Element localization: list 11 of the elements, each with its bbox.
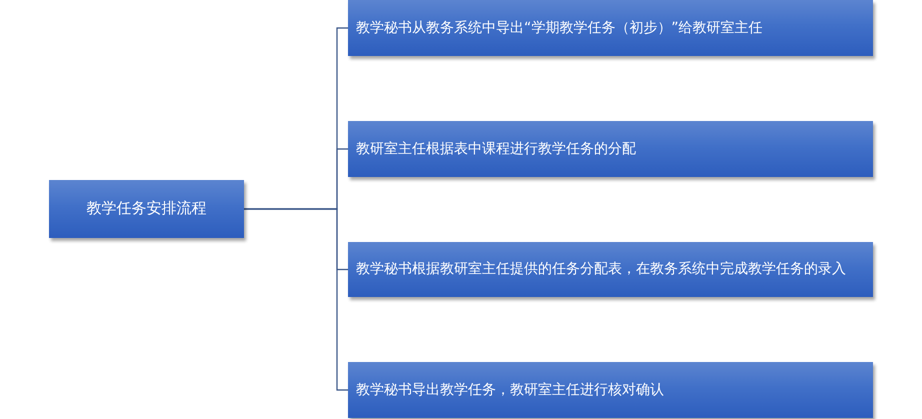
- step-text: 教学秘书根据教研室主任提供的任务分配表，在教务系统中完成教学任务的录入: [356, 260, 846, 279]
- connector-line: [244, 208, 348, 391]
- step-text: 教学秘书导出教学任务，教研室主任进行核对确认: [356, 380, 664, 400]
- process-box: [348, 121, 873, 177]
- step-text: 教学任务安排流程: [86, 199, 206, 219]
- process-box: [348, 242, 873, 297]
- step-text: 教研室主任根据表中课程进行教学任务的分配: [356, 140, 636, 158]
- step-text: 教学秘书从教务系统中导出“学期教学任务（初步）”给教研室主任: [356, 18, 763, 38]
- process-box: [49, 180, 244, 238]
- process-box: [348, 0, 873, 56]
- process-box: [348, 362, 873, 418]
